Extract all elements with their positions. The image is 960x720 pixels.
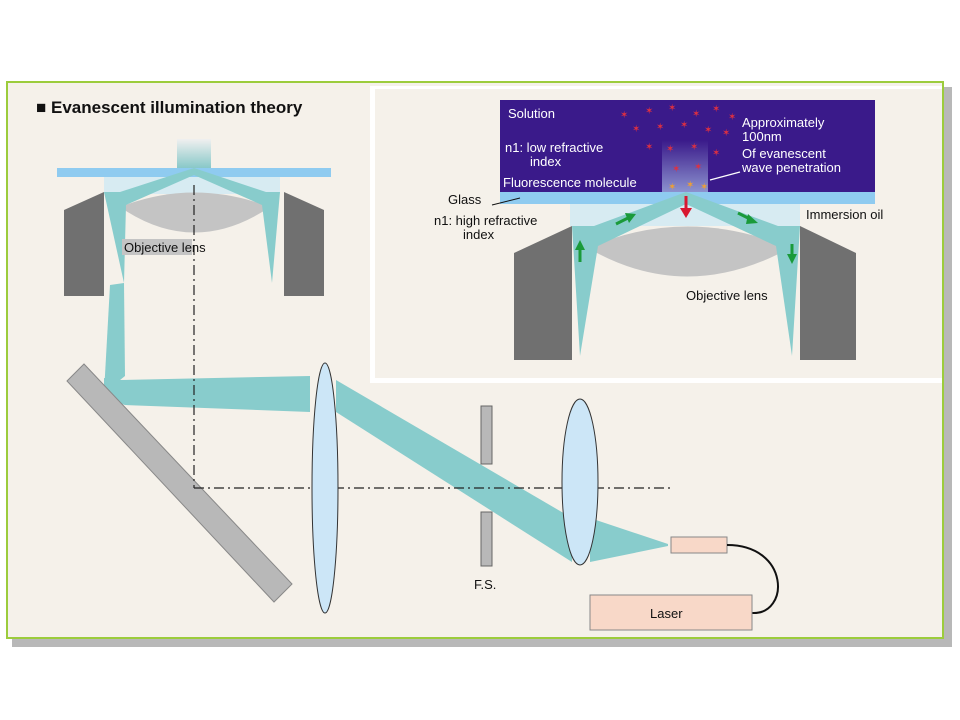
- inset-mount-right: [800, 226, 856, 360]
- immersion-oil-label: Immersion oil: [806, 207, 883, 222]
- svg-text:✶: ✶: [680, 120, 688, 131]
- n1-low-label-1: n1: low refractive: [505, 140, 603, 155]
- svg-text:✶: ✶: [668, 182, 676, 193]
- inset-objective-lens: [588, 226, 790, 277]
- main-objective-lens: [120, 192, 270, 233]
- svg-text:✶: ✶: [712, 148, 720, 159]
- svg-text:✶: ✶: [672, 164, 680, 175]
- laser-box: [589, 594, 753, 631]
- svg-text:✶: ✶: [668, 103, 676, 114]
- inset-panel: ✶ ✶ ✶ ✶ ✶ ✶ ✶ ✶ ✶ ✶ ✶ ✶ ✶ ✶ ✶ ✶ ✶ ✶ ✶ ✶: [370, 86, 942, 383]
- n1-high-label-1: n1: high refractive: [434, 213, 537, 228]
- main-beam-horizontal: [104, 376, 310, 412]
- svg-text:✶: ✶: [656, 122, 664, 133]
- main-beam-diagonal: [336, 380, 572, 562]
- approx-label-3: Of evanescent: [742, 146, 826, 161]
- green-arrows: [575, 211, 797, 264]
- sample-glow: [177, 139, 211, 168]
- svg-text:✶: ✶: [700, 182, 708, 193]
- inset-mount-left: [514, 226, 572, 360]
- svg-text:✶: ✶: [712, 104, 720, 115]
- main-beam-laser: [590, 518, 668, 562]
- inset-objective-lens-label: Objective lens: [686, 288, 768, 303]
- main-mount-right: [284, 192, 324, 296]
- svg-text:✶: ✶: [620, 110, 628, 121]
- svg-text:✶: ✶: [632, 124, 640, 135]
- main-beam-up: [104, 168, 194, 283]
- svg-text:✶: ✶: [728, 112, 736, 123]
- main-beam-vertical: [104, 283, 125, 393]
- main-mount-left: [64, 192, 104, 296]
- fluorescence-molecule-label: Fluorescence molecule: [503, 175, 637, 190]
- laser-label: Laser: [650, 606, 683, 621]
- n1-low-label-2: index: [530, 154, 562, 169]
- svg-text:✶: ✶: [666, 144, 674, 155]
- svg-text:✶: ✶: [686, 180, 694, 191]
- approx-label-2: 100nm: [742, 129, 782, 144]
- svg-text:✶: ✶: [704, 125, 712, 136]
- svg-text:✶: ✶: [694, 162, 702, 173]
- main-beam-down: [194, 168, 280, 283]
- inset-beam-down: [686, 192, 800, 356]
- relay-lens-2: [561, 398, 599, 566]
- evanescent-zone: [662, 140, 708, 192]
- glass-label: Glass: [448, 192, 482, 207]
- red-arrow: [680, 196, 692, 218]
- approx-label-1: Approximately: [742, 115, 825, 130]
- fluorescence-molecules: ✶ ✶ ✶ ✶ ✶ ✶ ✶ ✶ ✶ ✶ ✶ ✶ ✶ ✶ ✶ ✶ ✶ ✶ ✶ ✶: [620, 103, 736, 193]
- inset-beam-up: [572, 192, 686, 356]
- solution-label: Solution: [508, 106, 555, 121]
- optical-fiber: [726, 544, 779, 615]
- svg-text:✶: ✶: [645, 142, 653, 153]
- field-stop-label: F.S.: [474, 577, 496, 592]
- fiber-coupler: [670, 536, 728, 554]
- main-objective-lens-label: Objective lens: [124, 240, 206, 255]
- field-stop-top: [480, 405, 493, 465]
- relay-lens-1: [311, 362, 339, 614]
- svg-text:✶: ✶: [722, 128, 730, 139]
- glass-pointer: [491, 197, 521, 206]
- svg-text:✶: ✶: [690, 142, 698, 153]
- diagram-title: ■ Evanescent illumination theory: [36, 98, 303, 117]
- dichroic-mirror: [66, 363, 293, 603]
- svg-text:✶: ✶: [692, 109, 700, 120]
- field-stop-bottom: [480, 511, 493, 567]
- svg-text:✶: ✶: [645, 106, 653, 117]
- penetration-pointer: [709, 171, 741, 181]
- objective-label-bg: [122, 239, 192, 255]
- approx-label-4: wave penetration: [741, 160, 841, 175]
- n1-high-label-2: index: [463, 227, 495, 242]
